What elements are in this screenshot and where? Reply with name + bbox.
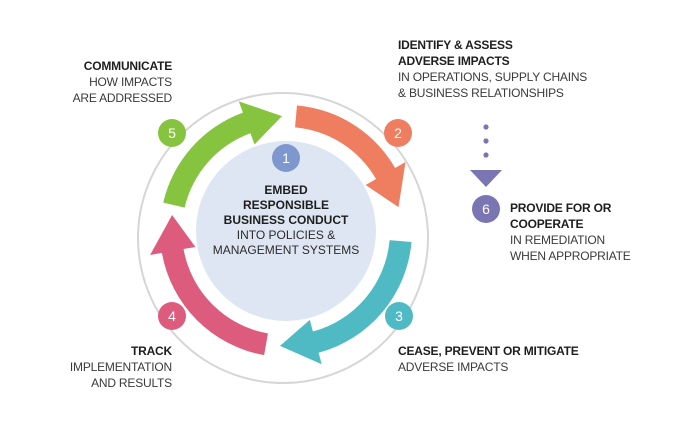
step-1-text: EMBED RESPONSIBLE BUSINESS CONDUCT INTO …: [206, 183, 366, 258]
badge-step-5: 5: [158, 119, 186, 147]
arrow-step-4: [150, 214, 268, 356]
arrow-step-5: [163, 101, 282, 208]
step-6-detail-line: IN REMEDIATION: [510, 233, 605, 247]
step-2-detail-line: & BUSINESS RELATIONSHIPS: [398, 86, 564, 100]
step-6-detail-line: WHEN APPROPRIATE: [510, 249, 631, 263]
step-2-title-line: ADVERSE IMPACTS: [398, 54, 510, 68]
step-1-title-line: EMBED: [264, 183, 308, 197]
step-1-detail-line: INTO POLICIES &: [236, 228, 336, 242]
step-5-detail-line: HOW IMPACTS: [89, 75, 172, 89]
step-1-title-line: BUSINESS CONDUCT: [223, 213, 349, 227]
badge-number: 3: [395, 308, 403, 324]
connector-dots: [483, 124, 489, 158]
step-4-detail-line: AND RESULTS: [91, 376, 172, 390]
arrow-step-2: [295, 105, 406, 208]
step-3-detail-line: ADVERSE IMPACTS: [398, 360, 509, 374]
badge-number: 4: [168, 308, 176, 324]
step-5-label: COMMUNICATE HOW IMPACTS ARE ADDRESSED: [72, 58, 173, 106]
step-4-detail-line: IMPLEMENTATION: [69, 360, 172, 374]
step-6-title-line: COOPERATE: [510, 217, 584, 231]
step-2-label: IDENTIFY & ASSESS ADVERSE IMPACTS IN OPE…: [398, 37, 587, 101]
step-1-title-line: RESPONSIBLE: [242, 198, 329, 212]
step-6-label: PROVIDE FOR OR COOPERATE IN REMEDIATION …: [510, 200, 631, 264]
step-1-detail-line: MANAGEMENT SYSTEMS: [212, 243, 360, 257]
badge-step-2: 2: [384, 119, 412, 147]
badge-step-6: 6: [472, 195, 500, 223]
center-disc: [196, 141, 376, 321]
badge-step-4: 4: [158, 302, 186, 330]
step-6-title-line: PROVIDE FOR OR: [510, 201, 612, 215]
step-4-title-line: TRACK: [131, 344, 172, 358]
step-3-title-line: CEASE, PREVENT OR MITIGATE: [398, 344, 579, 358]
step-2-detail-line: IN OPERATIONS, SUPPLY CHAINS: [398, 70, 588, 84]
step-2-title-line: IDENTIFY & ASSESS: [398, 38, 513, 52]
badge-number: 2: [394, 125, 402, 141]
badge-step-3: 3: [385, 302, 413, 330]
step-4-label: TRACK IMPLEMENTATION AND RESULTS: [70, 343, 172, 391]
badge-number: 6: [482, 201, 490, 217]
outer-ring: [137, 92, 429, 384]
badge-number: 5: [168, 125, 176, 141]
step-5-detail-line: ARE ADDRESSED: [72, 91, 173, 105]
step-5-title-line: COMMUNICATE: [83, 59, 172, 73]
arrow-step-3: [279, 240, 412, 365]
step-3-label: CEASE, PREVENT OR MITIGATE ADVERSE IMPAC…: [398, 343, 579, 375]
connector-arrowhead: [470, 170, 502, 187]
badge-number: 1: [282, 150, 290, 166]
badge-step-1: 1: [272, 144, 300, 172]
